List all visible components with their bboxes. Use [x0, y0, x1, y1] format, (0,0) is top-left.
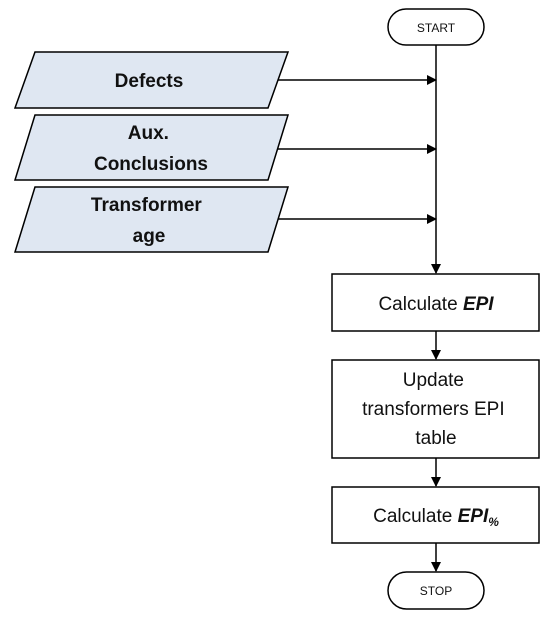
process-update-table: Update transformers EPI table	[331, 359, 540, 459]
input-defects: Defects	[13, 51, 290, 109]
input-aux-conclusions-label: Aux. Conclusions	[94, 123, 208, 175]
input-transformer-age: Transformer age	[13, 186, 290, 253]
stop-label: STOP	[420, 584, 452, 598]
input-aux-conclusions: Aux. Conclusions	[13, 114, 290, 181]
start-label: START	[417, 21, 456, 35]
process-calculate-epi: Calculate EPI	[331, 273, 540, 332]
process-update-table-label: Update transformers EPI table	[362, 370, 510, 449]
stop-terminator: STOP	[387, 571, 485, 610]
process-calculate-epi-percent: Calculate EPI%	[331, 486, 540, 544]
start-terminator: START	[387, 8, 485, 46]
input-transformer-age-label: Transformer age	[91, 195, 207, 247]
input-defects-label: Defects	[115, 71, 184, 92]
process-calculate-epi-percent-label: Calculate EPI%	[373, 506, 499, 529]
process-calculate-epi-label: Calculate EPI	[378, 294, 494, 315]
